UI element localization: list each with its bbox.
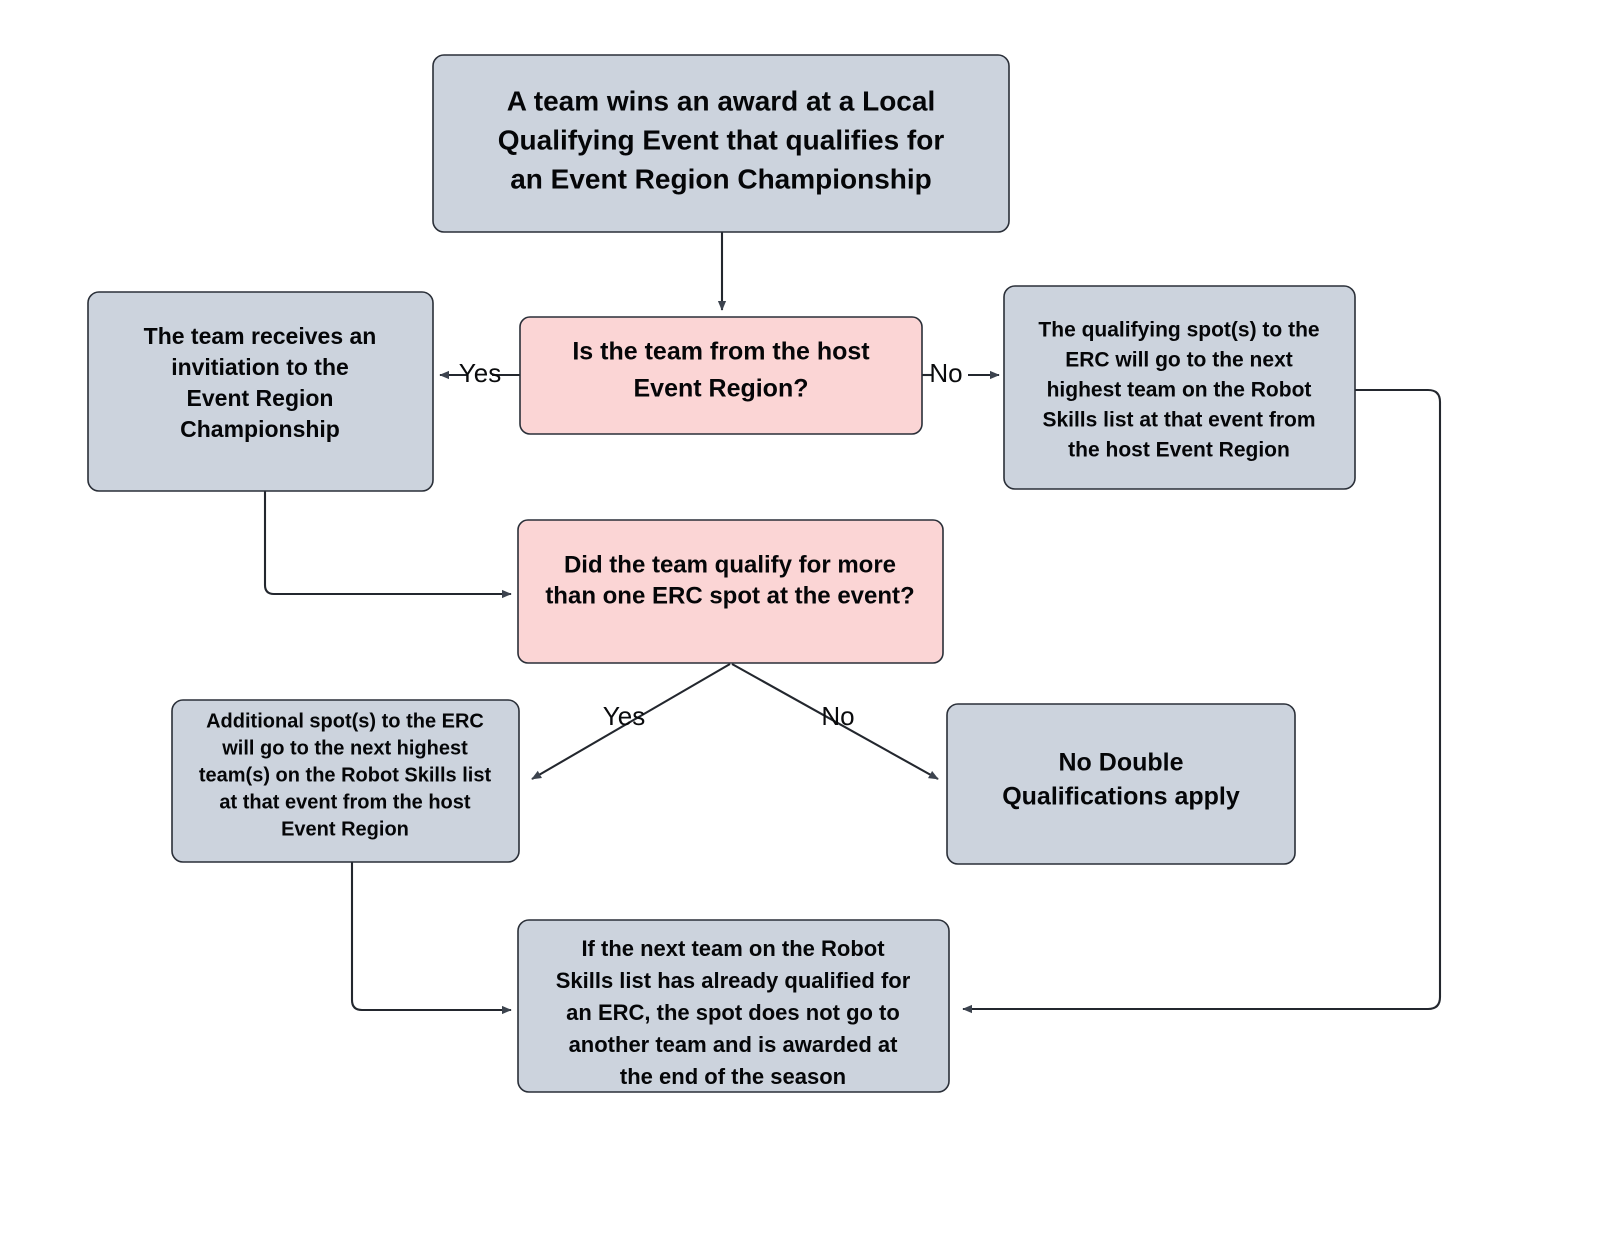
node-decision-host-region-line-2: Event Region?: [633, 375, 808, 403]
node-start-line-1: A team wins an award at a Local: [507, 85, 935, 116]
node-next-highest-team-line-2: ERC will go to the next: [1065, 349, 1293, 372]
edges-layer: [263, 232, 1442, 1015]
node-decision-more-than-one-shape[interactable]: [517, 519, 944, 664]
node-already-qualified[interactable]: If the next team on the Robot Skills lis…: [517, 919, 950, 1093]
node-additional-spots[interactable]: Additional spot(s) to the ERC will go to…: [171, 699, 520, 863]
node-next-highest-team-line-5: the host Event Region: [1068, 439, 1290, 462]
node-decision-more-than-one-line-2: than one ERC spot at the event?: [545, 582, 914, 609]
node-invitation-line-3: Event Region: [187, 385, 334, 411]
edge-invitation-to-more-decision: [263, 491, 512, 599]
node-decision-host-region[interactable]: Is the team from the host Event Region?: [519, 316, 923, 435]
node-already-qualified-shape[interactable]: [517, 919, 950, 1093]
edge-additional-spots-to-already-qualified: [350, 862, 512, 1015]
edge-more-no-to-no-double-qual: [731, 663, 939, 780]
node-decision-host-region-shape[interactable]: [519, 316, 923, 435]
edge-label-host-no: No: [929, 358, 962, 388]
edge-label-host-yes: Yes: [459, 358, 501, 388]
node-next-highest-team-shape[interactable]: [1003, 285, 1356, 490]
node-decision-host-region-line-1: Is the team from the host: [572, 338, 870, 366]
node-start-line-3: an Event Region Championship: [510, 163, 932, 194]
node-decision-more-than-one-line-1: Did the team qualify for more: [564, 551, 896, 578]
node-start[interactable]: A team wins an award at a Local Qualifyi…: [432, 54, 1010, 233]
node-no-double-qualifications-line-1: No Double: [1059, 749, 1184, 777]
node-next-highest-team-line-1: The qualifying spot(s) to the: [1038, 319, 1319, 342]
node-invitation-shape[interactable]: [87, 291, 434, 492]
node-additional-spots-line-3: team(s) on the Robot Skills list: [199, 764, 492, 786]
edge-more-yes-to-additional-spots: [531, 663, 731, 780]
node-decision-more-than-one[interactable]: Did the team qualify for more than one E…: [517, 519, 944, 664]
edge-next-highest-to-already-qualified: [962, 388, 1442, 1014]
node-no-double-qualifications[interactable]: No Double Qualifications apply: [946, 703, 1296, 865]
edge-label-more-no: No: [821, 701, 854, 731]
node-already-qualified-line-1: If the next team on the Robot: [581, 936, 885, 961]
node-invitation-line-4: Championship: [180, 416, 340, 442]
node-next-highest-team-line-4: Skills list at that event from: [1042, 409, 1315, 432]
node-no-double-qualifications-shape[interactable]: [946, 703, 1296, 865]
node-additional-spots-line-4: at that event from the host: [219, 791, 470, 813]
node-already-qualified-line-5: the end of the season: [620, 1064, 846, 1089]
node-start-shape[interactable]: [432, 54, 1010, 233]
node-invitation[interactable]: The team receives an invitiation to the …: [87, 291, 434, 492]
node-next-highest-team-line-3: highest team on the Robot: [1047, 379, 1312, 402]
node-already-qualified-line-3: an ERC, the spot does not go to: [566, 1000, 900, 1025]
node-start-line-2: Qualifying Event that qualifies for: [498, 124, 945, 155]
node-next-highest-team[interactable]: The qualifying spot(s) to the ERC will g…: [1003, 285, 1356, 490]
node-invitation-line-2: invitiation to the: [171, 354, 349, 380]
node-additional-spots-line-5: Event Region: [281, 818, 409, 840]
node-no-double-qualifications-line-2: Qualifications apply: [1002, 783, 1240, 811]
node-invitation-line-1: The team receives an: [144, 323, 377, 349]
node-already-qualified-line-2: Skills list has already qualified for: [556, 968, 911, 993]
edge-label-more-yes: Yes: [603, 701, 645, 731]
node-additional-spots-line-1: Additional spot(s) to the ERC: [206, 710, 484, 732]
node-already-qualified-line-4: another team and is awarded at: [569, 1032, 899, 1057]
node-additional-spots-line-2: will go to the next highest: [221, 737, 468, 759]
node-additional-spots-shape[interactable]: [171, 699, 520, 863]
edge-labels-layer: Yes No Yes No: [459, 358, 963, 731]
